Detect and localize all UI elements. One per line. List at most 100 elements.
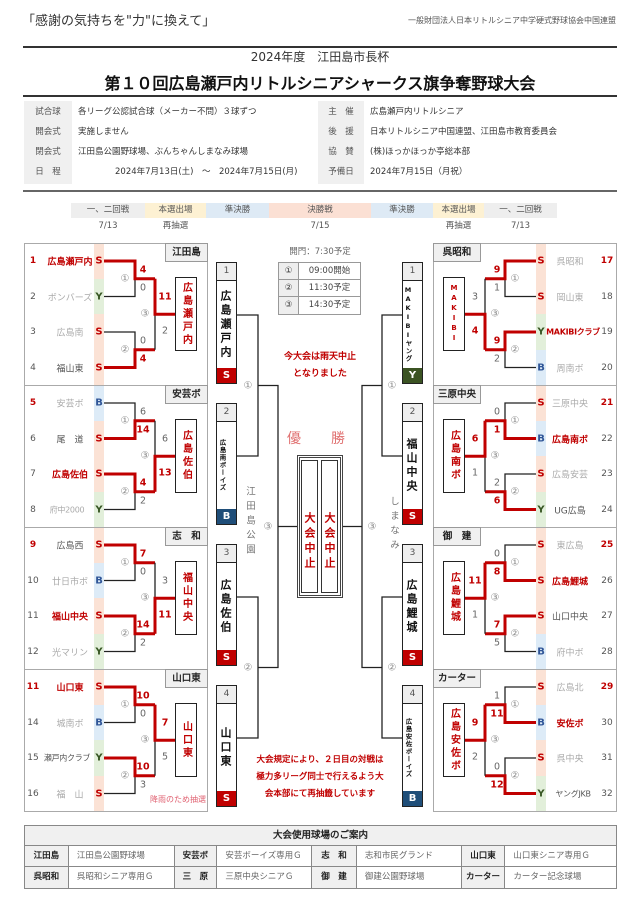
league-stripe xyxy=(536,456,546,492)
league-stripe xyxy=(94,278,104,315)
team-name: 福山中央 xyxy=(51,612,89,623)
venue-name: 三原中央シニアＧ xyxy=(217,867,313,888)
league-stripe xyxy=(94,491,104,528)
team-number: 9 xyxy=(29,540,37,550)
league-letter: B xyxy=(95,397,103,409)
team-name: 広島北 xyxy=(556,683,584,694)
schedule-number: ③ xyxy=(279,297,299,314)
venue-label: 三 原 xyxy=(174,867,218,888)
team-number: 20 xyxy=(601,362,613,373)
match-number: ① xyxy=(510,699,520,711)
round-date: 7/15 xyxy=(310,221,330,231)
venue-label: 御 建 xyxy=(312,867,357,888)
venue-label: 山口東 xyxy=(461,846,506,866)
team-name: ヤングJKB xyxy=(555,789,591,798)
league-letter: S xyxy=(95,326,103,338)
score: 1 xyxy=(493,424,501,436)
divider xyxy=(23,95,617,97)
team-name: 三原中央 xyxy=(551,399,589,410)
match-number: ② xyxy=(120,486,130,498)
round-date xyxy=(371,219,433,233)
score: 0 xyxy=(493,761,501,773)
team-number: 15 xyxy=(27,753,39,763)
round-date: 再抽選 xyxy=(445,221,472,231)
team-number: 7 xyxy=(30,469,36,479)
info-label: 主 催 xyxy=(328,107,354,117)
team-number: 11 xyxy=(27,611,39,621)
block-venue-tab: カーター xyxy=(433,669,481,688)
score: 4 xyxy=(471,325,479,337)
team-number: 11 xyxy=(26,682,40,692)
notice-line: 大会規定により、２日目の対戦は xyxy=(256,755,384,765)
league-letter: S xyxy=(537,291,545,302)
match-number: ② xyxy=(510,628,520,640)
slot-number: 4 xyxy=(217,686,236,704)
score: 14 xyxy=(136,424,150,436)
venue-label: 安芸ボ xyxy=(174,846,218,866)
team-name: 広島南 xyxy=(56,328,84,339)
team-number: 23 xyxy=(601,469,613,479)
team-number: 12 xyxy=(27,646,39,657)
score: 11 xyxy=(468,575,482,587)
block-venue-tab: 安芸ボ xyxy=(165,385,208,404)
block-frame xyxy=(433,669,617,812)
team-number: 30 xyxy=(601,717,613,728)
final-left-result: 大会中止 xyxy=(301,460,318,593)
team-name: UG広島 xyxy=(554,506,586,516)
score: 9 xyxy=(493,264,501,276)
schedule-number: ② xyxy=(279,280,299,296)
league-stripe xyxy=(536,244,546,279)
block-frame xyxy=(24,669,208,812)
match-number: ③ xyxy=(490,450,500,462)
info-label: 協 賛 xyxy=(328,147,354,157)
league-stripe xyxy=(94,740,104,776)
info-label: 後 援 xyxy=(328,127,354,137)
score: 1 xyxy=(493,690,501,702)
venue-name: 安芸ボーイズ専用Ｇ xyxy=(217,846,313,866)
slot-team-name: 広島鯉城 xyxy=(405,578,418,635)
final-box: 大会中止 大会中止 xyxy=(297,455,343,598)
team-number: 3 xyxy=(30,327,36,337)
venue-name: 呉昭和シニア専用Ｇ xyxy=(69,867,175,888)
league-stripe xyxy=(94,598,104,634)
league-stripe xyxy=(536,775,546,812)
redraw-notice: 大会規定により、２日目の対戦は 極力多リーグ同士で行えるよう大 会本部にて再抽籤… xyxy=(240,752,400,803)
league-letter: Y xyxy=(95,291,103,302)
team-name: 広島佐伯 xyxy=(51,470,89,481)
block-venue-tab: 呉昭和 xyxy=(433,243,481,262)
league-stripe xyxy=(94,528,104,563)
team-number: 8 xyxy=(30,504,36,515)
block-winner-box: 広島佐伯 xyxy=(175,419,197,494)
team-name: 福山東 xyxy=(56,364,84,374)
match-number: ③ xyxy=(140,450,150,462)
schedule-number: ① xyxy=(279,263,299,279)
slot-league: S xyxy=(217,368,236,383)
match-number: ① xyxy=(120,415,130,427)
team-number: 6 xyxy=(30,433,36,444)
slot-league: S xyxy=(217,791,236,806)
block-winner-box: 山口東 xyxy=(175,703,197,778)
team-number: 26 xyxy=(601,575,613,586)
venue-label: 呉昭和 xyxy=(25,867,69,888)
team-number: 29 xyxy=(600,682,614,692)
team-number: 24 xyxy=(601,504,613,515)
team-name: 尾 道 xyxy=(56,435,84,445)
score: 0 xyxy=(139,282,147,294)
team-number: 5 xyxy=(29,398,37,408)
score: 2 xyxy=(493,353,501,365)
team-number: 31 xyxy=(601,753,613,763)
rain-cancel-notice: 今大会は雨天中止 となりました xyxy=(250,349,390,383)
match-number: ③ xyxy=(367,521,377,532)
venue-label: 志 和 xyxy=(312,846,357,866)
match-number: ③ xyxy=(490,734,500,746)
match-number: ① xyxy=(387,380,397,391)
score: 11 xyxy=(158,291,172,303)
league-letter: S xyxy=(537,681,545,693)
score: 1 xyxy=(471,609,479,621)
league-letter: B xyxy=(95,717,103,728)
league-letter: S xyxy=(95,681,103,693)
